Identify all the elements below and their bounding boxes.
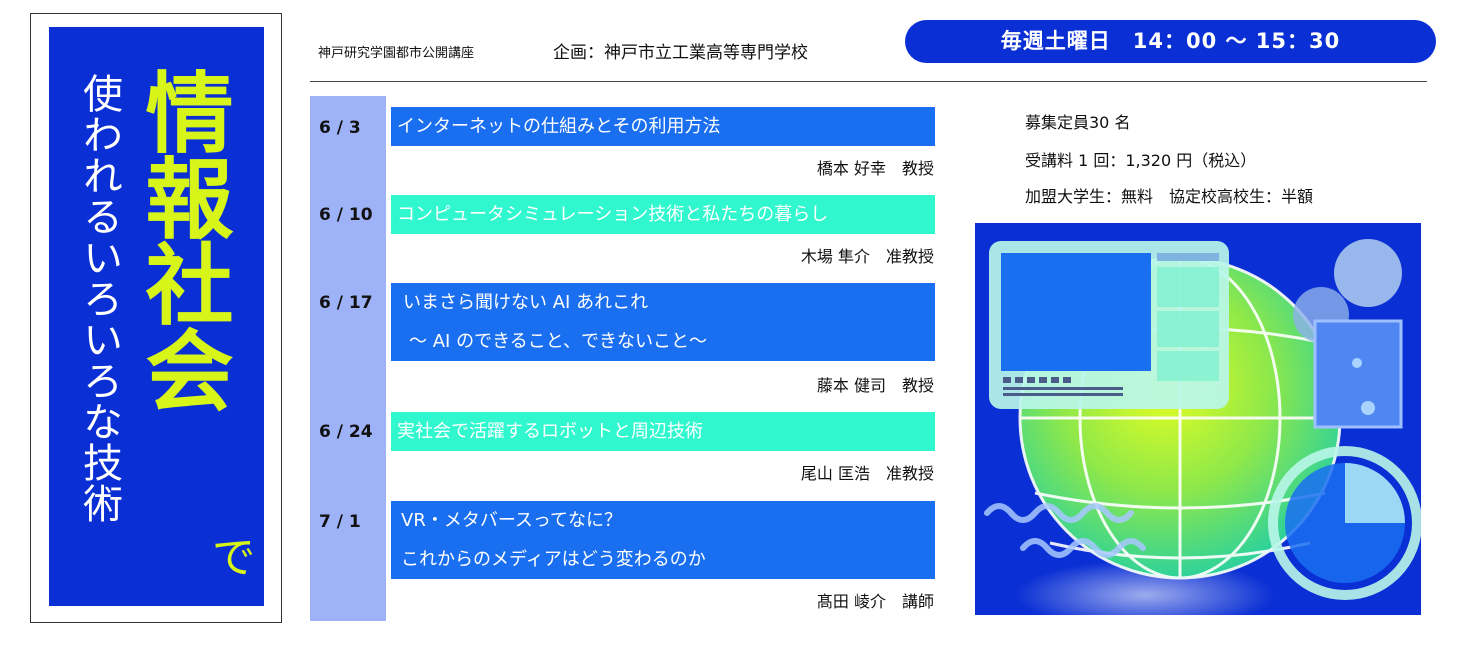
lecture-date: 6 / 17 xyxy=(319,293,373,313)
lecture-title-bar: コンピュータシミュレーション技術と私たちの暮らし xyxy=(391,195,935,234)
decor-circle xyxy=(1334,239,1402,307)
subtitle: 使われるいろいろな技術 xyxy=(76,73,122,524)
clock-sector xyxy=(1345,463,1405,523)
lecture-title-line: コンピュータシミュレーション技術と私たちの暮らし xyxy=(397,204,829,225)
decor-panel xyxy=(1313,319,1403,429)
date-strip xyxy=(310,96,386,621)
title-particle: で xyxy=(204,534,255,578)
lecturer-name: 木場 隼介 准教授 xyxy=(800,247,934,266)
lecturer-name: 橋本 好幸 教授 xyxy=(816,159,934,178)
wave-lines xyxy=(984,503,1146,558)
keyboard-dots xyxy=(1003,377,1123,396)
lecture-title-line: これからのメディアはどう変わるのか xyxy=(401,549,706,570)
lecture-title-bar: VR・メタバースってなに？ これからのメディアはどう変わるのか xyxy=(391,501,935,579)
lecture-title-line: 実社会で活躍するロボットと周辺技術 xyxy=(397,421,703,442)
lecture-title-line: いまさら聞けない AI あれこれ xyxy=(403,292,649,313)
lecturer-name: 藤本 健司 教授 xyxy=(816,376,934,395)
header-divider xyxy=(310,81,1427,82)
lecture-date: 7 / 1 xyxy=(319,512,361,532)
lecture-title-bar: 実社会で活躍するロボットと周辺技術 xyxy=(391,412,935,451)
capacity-info: 募集定員30 名 xyxy=(1025,113,1131,132)
lecture-title-line: 〜 AI のできること、できないこと〜 xyxy=(409,331,707,352)
globe-computer-illustration xyxy=(975,223,1421,615)
lecture-date: 6 / 10 xyxy=(319,205,373,225)
lecture-title-bar: インターネットの仕組みとその利用方法 xyxy=(391,107,935,146)
planner-label: 企画：神戸市立工業高等専門学校 xyxy=(553,43,808,63)
discount-info: 加盟大学生：無料 協定校高校生：半額 xyxy=(1025,187,1314,206)
lecture-date: 6 / 24 xyxy=(319,422,373,442)
lecturer-name: 尾山 匡浩 准教授 xyxy=(800,464,934,483)
main-title: 情報社会 xyxy=(131,67,234,411)
monitor-screen xyxy=(1001,253,1151,371)
lecturer-name: 髙田 崚介 講師 xyxy=(816,592,934,611)
lecture-title-line: VR・メタバースってなに？ xyxy=(401,510,623,531)
lecture-date: 6 / 3 xyxy=(319,118,361,138)
schedule-badge: 毎週土曜日 14：00 〜 15：30 xyxy=(905,20,1436,63)
title-panel: 情報社会 で 使われるいろいろな技術 xyxy=(49,27,264,606)
fee-info: 受講料 1 回：1,320 円（税込） xyxy=(1025,151,1257,170)
clock-ring xyxy=(1268,446,1421,600)
lecture-title-line: インターネットの仕組みとその利用方法 xyxy=(397,116,721,137)
organizer-label: 神戸研究学園都市公開講座 xyxy=(318,46,475,61)
lecture-title-bar: いまさら聞けない AI あれこれ 〜 AI のできること、できないこと〜 xyxy=(391,283,935,361)
